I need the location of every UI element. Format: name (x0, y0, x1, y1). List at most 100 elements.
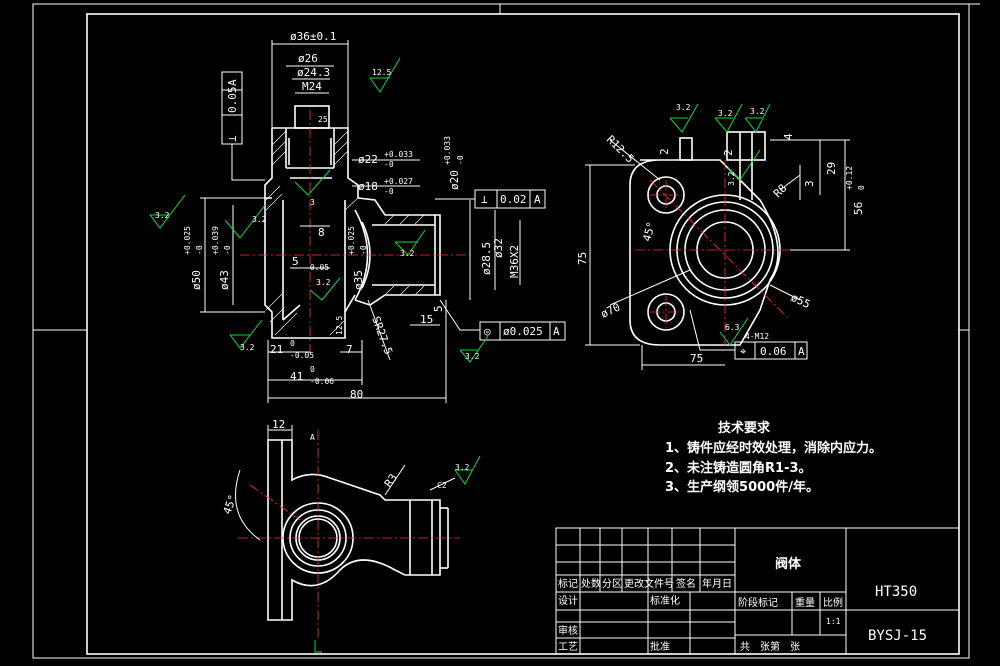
dim-r3: R3 (382, 471, 400, 489)
frame-pos-ref: A (798, 345, 805, 358)
rough-32-side-d: 3.2 (727, 171, 736, 186)
side-tol-frame (689, 309, 808, 360)
dim-21-tol0: 0 (290, 339, 295, 348)
outer-border (32, 3, 970, 659)
dim-80: 80 (350, 388, 363, 401)
rough-32-side-c: 3.2 (750, 107, 765, 116)
dim-d32: ø32 (492, 238, 505, 258)
technical-notes: 技术要求 1、铸件应经时效处理，消除内应力。 2、未注铸造圆角R1-3。 3、生… (665, 420, 882, 495)
dim-21-tol: -0.05 (290, 351, 314, 360)
dim-d50-tol2: -0 (195, 245, 204, 255)
front-view: ø36±0.1 ø26 ø24.3 M24 25 ø22 +0.033 -0 ø… (149, 30, 566, 403)
dim-r125: R12.5 (604, 133, 637, 166)
dim-d22: ø22 (358, 153, 378, 166)
dim-5: 5 (292, 255, 299, 268)
dim-15: 15 (420, 313, 433, 326)
front-centerlines (240, 110, 470, 355)
label-a: A (310, 433, 315, 442)
dim-25: 25 (318, 115, 328, 124)
top-outline (267, 439, 449, 621)
drawing-number: BYSJ-15 (868, 628, 927, 644)
frame-marks (33, 3, 980, 331)
dim-75-horizontal: 75 (690, 352, 703, 365)
dim-3-side: 3 (803, 180, 816, 187)
top-dimlines (235, 425, 456, 653)
dim-d70: ø70 (599, 301, 623, 321)
notes-line-3: 3、生产纲领5000件/年。 (665, 479, 819, 495)
label-design: 设计 (558, 594, 578, 607)
dim-d50: ø50 (190, 270, 203, 290)
dim-12: 12 (272, 418, 285, 431)
rough-32-side-b: 3.2 (718, 109, 733, 118)
angle-45-side: 45° (640, 220, 658, 243)
label-standard: 标准化 (650, 594, 680, 607)
label-m12: 4-M12 (745, 332, 769, 341)
label-stage: 阶段标记 (738, 596, 778, 609)
title-block: 阀体 HT350 BYSJ-15 1:1 标记 处数 分区 更改文件号 签名 年… (555, 527, 960, 655)
dim-d26: ø26 (298, 52, 318, 65)
dim-d43-tol2: -0 (223, 245, 232, 255)
dim-r8: R8 (771, 182, 790, 201)
front-tol-frames (221, 71, 566, 341)
dim-41: 41 (290, 370, 303, 383)
dim-3: 3 (310, 198, 315, 207)
frame-perp2-symbol: ⊥ (481, 193, 488, 206)
dim-d24: ø24.3 (297, 66, 330, 79)
dim-75-vertical: 75 (576, 252, 589, 265)
notes-line-2: 2、未注铸造圆角R1-3。 (665, 460, 812, 476)
dim-d35-tol: +0.025 (347, 226, 356, 255)
dim-d20-tol: +0.033 (443, 136, 452, 165)
title-block-grid (555, 527, 960, 655)
frame-perp2-ref: A (534, 193, 541, 206)
dim-8: 8 (318, 226, 325, 239)
dim-2b: 2 (722, 149, 735, 156)
front-roughness (149, 57, 489, 363)
angle-45-top: 45° (221, 493, 240, 516)
frame-perp2-value: 0.02 (500, 193, 527, 206)
frame-conc-symbol: ◎ (484, 325, 491, 338)
front-outline (264, 105, 441, 339)
frame-conc-value: ø0.025 (503, 325, 543, 338)
dim-d20: ø20 (448, 170, 461, 190)
dim-d285: ø28.5 (480, 242, 493, 275)
dim-d18-tol: +0.027 (384, 177, 413, 186)
frame-pos-symbol: ⌖ (740, 345, 746, 358)
frame-perp-value: 0.05 (226, 87, 239, 114)
header-date: 年月日 (702, 577, 732, 590)
rough-32b: 3.2 (252, 215, 267, 224)
dim-d43: ø43 (218, 270, 231, 290)
front-dimlines (200, 40, 521, 403)
rough-32-top: 3.2 (455, 463, 470, 472)
dim-41-tol: -0.06 (310, 377, 334, 386)
side-centerlines (635, 160, 800, 345)
rough-32e: 3.2 (465, 352, 480, 361)
label-approve: 批准 (650, 640, 670, 653)
header-sign: 签名 (676, 577, 696, 590)
rough-63: 6.3 (725, 323, 740, 332)
dim-56-tol2: 0 (857, 185, 866, 190)
dim-m24: M24 (302, 80, 322, 93)
dim-5-tol: -0.05 (305, 263, 329, 272)
dim-56: 56 (852, 202, 865, 215)
dim-c2: C2 (437, 481, 447, 490)
dim-56-tol: +0.12 (845, 166, 854, 190)
dim-7: 7 (346, 343, 353, 356)
dim-sr: SR27.5 (369, 315, 395, 357)
label-check: 审核 (558, 624, 578, 637)
rough-125b: 12.5 (335, 316, 344, 335)
dim-d18-tol2: -0 (384, 187, 394, 196)
header-count: 处数 (581, 577, 601, 590)
header-mark: 标记 (558, 578, 578, 590)
header-zone: 分区 (602, 578, 622, 590)
label-process: 工艺 (558, 641, 578, 653)
side-dimlines (585, 139, 850, 370)
dim-29: 29 (825, 162, 838, 175)
top-centerlines (238, 430, 460, 640)
frame-pos-value: 0.06 (760, 345, 787, 358)
dim-2: 2 (658, 148, 671, 155)
dim-4: 4 (782, 133, 795, 140)
top-roughness (454, 455, 481, 485)
label-sheets: 共 张第 张 (740, 640, 800, 653)
